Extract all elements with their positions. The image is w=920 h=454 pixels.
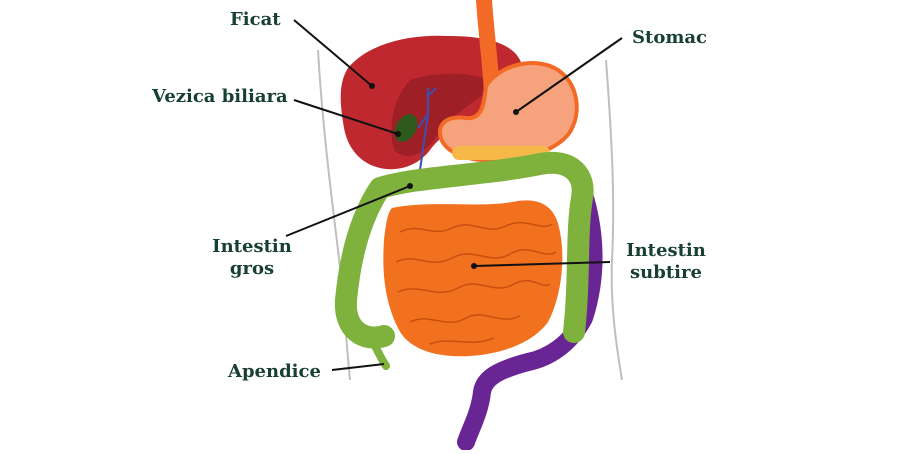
label-stomac: Stomac [632,27,707,48]
label-intestin-gros-line2: gros [229,258,275,279]
small-intestine-folds [395,221,557,345]
pointer-stomac [515,37,623,113]
pointer-ficat [293,19,373,87]
pointer-intestin-subtire [473,261,611,267]
pointer-dots [369,83,519,269]
label-vezica-biliara: Vezica biliara [152,86,288,107]
small-intestine-shape [383,200,563,357]
rectum-shape [457,179,603,451]
pointer-intestin-gros [285,185,411,237]
label-intestin-gros: Intestin gros [206,236,298,280]
body-outline [317,49,623,381]
pointer-vezica [293,99,399,135]
label-apendice: Apendice [228,361,321,382]
pointer-apendice [331,363,385,371]
label-ficat: Ficat [230,9,281,30]
label-intestin-subtire-line1: Intestin [626,240,706,261]
liver-lobe-shade [391,73,498,156]
label-intestin-subtire: Intestin subtire [616,240,716,284]
appendix-shape [368,336,390,370]
label-intestin-gros-line1: Intestin [212,236,292,257]
label-intestin-subtire-line2: subtire [630,262,702,283]
pointer-lines [285,19,623,371]
